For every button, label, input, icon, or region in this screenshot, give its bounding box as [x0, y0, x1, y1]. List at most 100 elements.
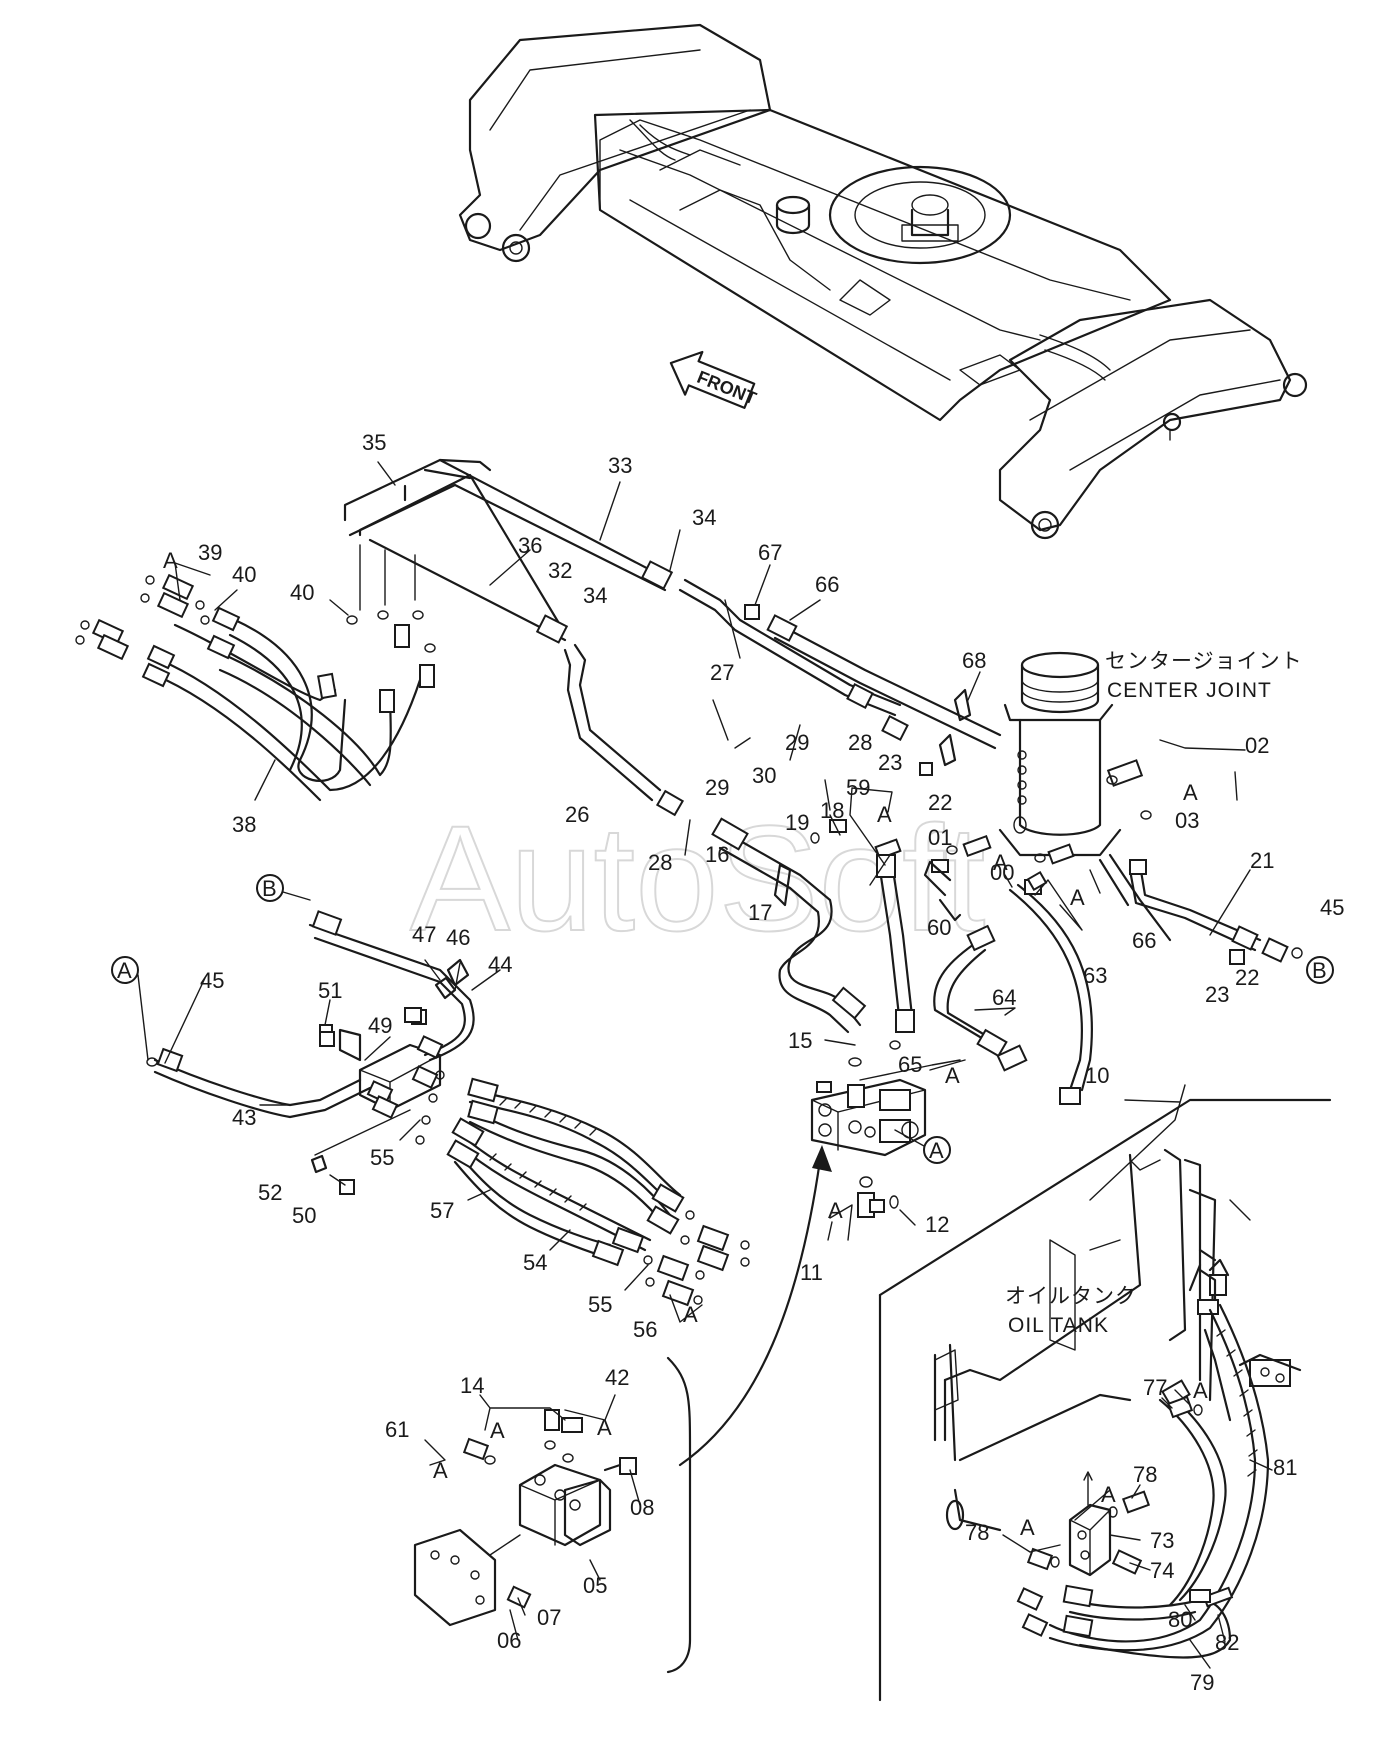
callout-16: 16 [705, 842, 729, 867]
callout-19: 19 [785, 810, 809, 835]
callout-06: 06 [497, 1628, 521, 1653]
watermark: AutoSoft [410, 794, 985, 962]
callout-63: 63 [1083, 963, 1107, 988]
circle-ref-b-top-label: B [262, 876, 277, 901]
callout-52: 52 [258, 1180, 282, 1205]
oil-tank-jp-label: オイルタンク [1005, 1285, 1137, 1308]
detail-bracket [666, 1356, 692, 1674]
callout-a-77: A [1193, 1378, 1208, 1403]
callout-36: 36 [518, 533, 542, 558]
pointer-arrow-head [812, 1145, 832, 1172]
circle-ref-b-top: B [256, 874, 284, 902]
callout-a-78b: A [1020, 1515, 1035, 1540]
callout-28b: 28 [648, 850, 672, 875]
hose-10 [1008, 843, 1094, 1105]
circle-ref-a-left-label: A [117, 958, 132, 983]
callout-23a: 23 [878, 750, 902, 775]
callout-45a: 45 [1320, 895, 1344, 920]
callout-81: 81 [1273, 1455, 1297, 1480]
circle-ref-a-valve: A [923, 1136, 951, 1164]
hoses-54-57 [415, 1070, 750, 1307]
callout-12: 12 [925, 1212, 949, 1237]
callout-45b: 45 [200, 968, 224, 993]
callout-22b: 22 [1235, 965, 1259, 990]
center-joint-en-label: CENTER JOINT [1107, 679, 1272, 702]
callout-64: 64 [992, 985, 1016, 1010]
callout-55a: 55 [370, 1145, 394, 1170]
circle-ref-b-right-label: B [1312, 958, 1327, 983]
callout-18: 18 [820, 798, 844, 823]
valve-block [810, 1057, 927, 1157]
callout-34a: 34 [692, 505, 716, 530]
callout-28a: 28 [848, 730, 872, 755]
junction-block-49 [358, 1035, 444, 1119]
callout-60: 60 [927, 915, 951, 940]
hoses-38 [75, 544, 436, 802]
callout-49: 49 [368, 1013, 392, 1038]
callout-42: 42 [605, 1365, 629, 1390]
callout-29a: 29 [785, 730, 809, 755]
callout-a-65: A [945, 1063, 960, 1088]
callout-39: 39 [198, 540, 222, 565]
callout-a-00: A [993, 850, 1008, 875]
callout-30: 30 [752, 763, 776, 788]
callout-11: 11 [800, 1260, 823, 1285]
callout-40a: 40 [232, 562, 256, 587]
front-arrow-icon: FRONT [669, 350, 759, 409]
track-frame [458, 23, 1308, 540]
callout-50: 50 [292, 1203, 316, 1228]
callout-78a: 78 [1133, 1462, 1157, 1487]
hose-66 [744, 604, 1002, 767]
callout-67: 67 [758, 540, 782, 565]
callout-33: 33 [608, 453, 632, 478]
fittings-00-01 [923, 834, 992, 922]
callout-73: 73 [1150, 1528, 1174, 1553]
center-joint-fittings [919, 759, 1303, 965]
callout-65: 65 [898, 1052, 922, 1077]
callout-a-14: A [490, 1418, 505, 1443]
callout-a-59: A [877, 802, 892, 827]
steel-pipes [343, 458, 902, 817]
callout-82: 82 [1215, 1630, 1239, 1655]
callout-80: 80 [1168, 1607, 1192, 1632]
callout-34b: 34 [583, 583, 607, 608]
callout-23b: 23 [1205, 982, 1229, 1007]
circle-ref-a-left: A [111, 956, 139, 984]
callout-a-39: A [163, 548, 178, 573]
callout-79: 79 [1190, 1670, 1214, 1695]
callout-26: 26 [565, 802, 589, 827]
callout-21: 21 [1250, 848, 1274, 873]
callout-a-56: A [683, 1302, 698, 1327]
callout-a-11: A [828, 1198, 843, 1223]
callout-labels: 35 33 34 36 32 34 39 A 40 40 38 67 66 27… [163, 430, 1344, 1695]
callout-74: 74 [1150, 1558, 1174, 1583]
callout-66b: 66 [1132, 928, 1156, 953]
callout-02: 02 [1245, 733, 1269, 758]
callout-a-02: A [1183, 780, 1198, 805]
callout-54: 54 [523, 1250, 547, 1275]
pointer-arrow [678, 1158, 822, 1467]
callout-46: 46 [446, 925, 470, 950]
callout-a-61: A [433, 1458, 448, 1483]
callout-05: 05 [583, 1573, 607, 1598]
fittings-11-12 [857, 1176, 899, 1218]
callout-10: 10 [1085, 1063, 1109, 1088]
callout-44: 44 [488, 952, 512, 977]
hose-64 [933, 924, 1028, 1072]
hose-16 [711, 817, 902, 1034]
callout-59: 59 [846, 775, 870, 800]
callout-51: 51 [318, 978, 342, 1003]
callout-78b: 78 [965, 1520, 989, 1545]
callout-61: 61 [385, 1417, 409, 1442]
callout-17: 17 [748, 900, 772, 925]
callout-57: 57 [430, 1198, 454, 1223]
callout-22a: 22 [928, 790, 952, 815]
center-joint [998, 651, 1122, 857]
callout-08: 08 [630, 1495, 654, 1520]
callout-07: 07 [537, 1605, 561, 1630]
callout-14: 14 [460, 1373, 484, 1398]
callout-27: 27 [710, 660, 734, 685]
callout-32: 32 [548, 558, 572, 583]
